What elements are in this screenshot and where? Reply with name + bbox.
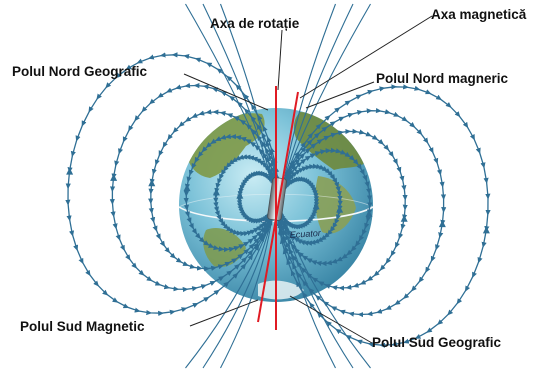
rotation-axis-label: Axa de rotație <box>210 16 300 31</box>
polar-field-line <box>283 3 371 183</box>
geographic-south-label: Polul Sud Geografic <box>372 335 502 350</box>
polar-field-line <box>283 217 336 369</box>
geographic-north-label: Polul Nord Geografic <box>12 64 148 79</box>
equator-label: Ecuator <box>289 228 322 240</box>
polar-field-line <box>283 3 354 183</box>
field-arrow-icon <box>400 214 408 222</box>
field-arrow-icon <box>148 179 156 187</box>
magnetic-axis-line <box>257 91 299 323</box>
polar-field-line <box>283 3 337 183</box>
polar-field-line <box>219 3 273 183</box>
label-leaders <box>183 15 433 344</box>
polar-field-line <box>202 3 273 183</box>
magnetic-south-label: Polul Sud Magnetic <box>20 319 145 334</box>
polar-field-line <box>185 3 273 183</box>
magnetic-axis-label: Axa magnetică <box>431 7 527 22</box>
field-arrow-icon <box>482 226 490 234</box>
magnetic-north-label: Polul Nord magneric <box>376 71 509 86</box>
field-arrow-icon <box>438 220 446 228</box>
polar-field-line <box>283 217 354 369</box>
polar-field-line <box>220 217 273 369</box>
polar-field-line <box>202 217 273 369</box>
polar-field-line <box>185 217 273 369</box>
field-arrow-icon <box>110 173 118 181</box>
polar-field-line <box>283 217 371 369</box>
field-arrow-icon <box>66 167 74 175</box>
